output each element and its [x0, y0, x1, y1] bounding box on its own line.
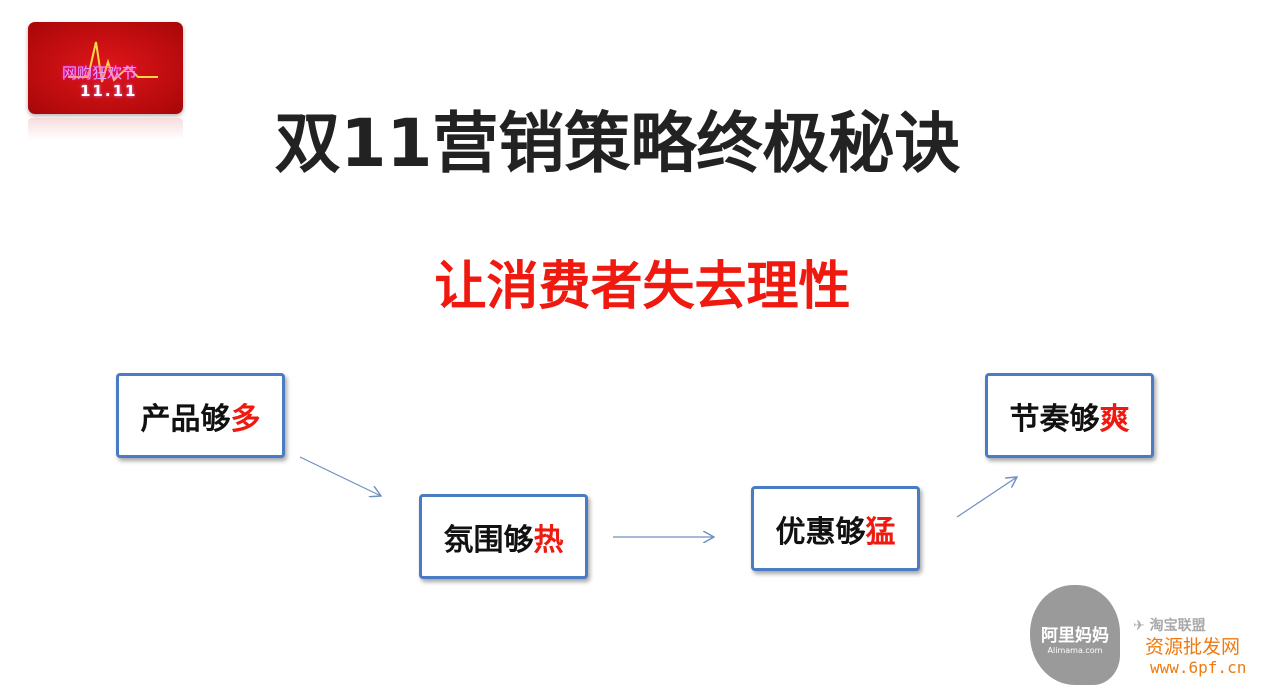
step-highlight: 爽 — [1099, 401, 1130, 437]
step-label: 节奏够 — [1009, 401, 1100, 437]
step-label: 氛围够 — [443, 522, 534, 558]
step-label: 优惠够 — [775, 514, 866, 550]
double-11-logo: 网购狂欢节 11.11 — [28, 22, 183, 114]
step-product: 产品够多 — [116, 373, 285, 458]
subtitle: 让消费者失去理性 — [434, 257, 851, 317]
step-rhythm: 节奏够爽 — [985, 373, 1154, 458]
heartbeat-icon — [68, 41, 158, 83]
step-atmosphere: 氛围够热 — [419, 494, 588, 579]
partner-text: 淘宝联盟 — [1149, 618, 1206, 634]
watermark-url: www.6pf.cn — [1150, 658, 1247, 677]
step-discount: 优惠够猛 — [751, 486, 920, 571]
step-label: 产品够 — [140, 401, 231, 437]
logo-text: 网购狂欢节 — [62, 64, 138, 82]
alimama-logo: 阿里妈妈 Alimama.com — [1030, 585, 1120, 685]
alimama-en: Alimama.com — [1047, 646, 1103, 655]
step-highlight: 热 — [533, 522, 564, 558]
arrow-3 — [956, 477, 1017, 518]
watermark-cn: 资源批发网 — [1145, 636, 1241, 658]
page-title: 双11营销策略终极秘诀 — [274, 105, 961, 182]
partner-logo: ✈ 淘宝联盟 — [1133, 618, 1206, 634]
step-highlight: 多 — [230, 401, 261, 437]
logo-reflection — [28, 118, 183, 140]
alimama-cn: 阿里妈妈 — [1041, 626, 1109, 646]
step-highlight: 猛 — [865, 514, 896, 550]
arrow-1 — [299, 456, 381, 496]
logo-date: 11.11 — [80, 82, 138, 100]
